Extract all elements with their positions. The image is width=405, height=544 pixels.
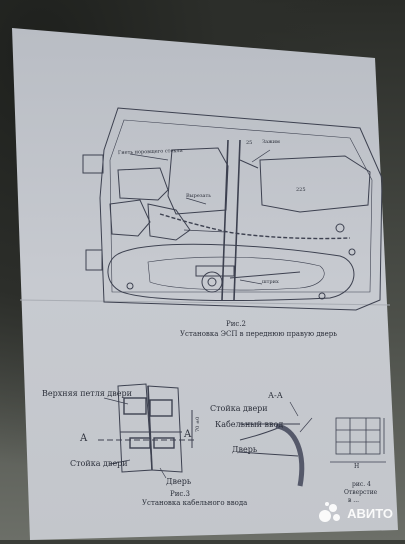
hinge-drawing	[98, 383, 196, 479]
fold-line	[19, 299, 391, 306]
label-door: Дверь	[166, 477, 192, 486]
label-a-left: A	[80, 433, 88, 444]
section-label-pillar: Стойка двери	[210, 404, 268, 413]
fig3-caption-number: Рис.3	[170, 490, 190, 498]
label-cut: Вырезать	[186, 193, 212, 199]
label-a-right: A	[184, 429, 192, 440]
fig4-caption-sub: в ...	[348, 497, 360, 504]
section-label-cable: Кабельный ввод	[215, 420, 284, 429]
label-dim-25: 25	[246, 140, 253, 146]
label-upper-hinge: Верхняя петля двери	[42, 389, 132, 398]
label-clamp: Зажим	[262, 139, 280, 145]
fig3-caption-title: Установка кабельного ввода	[142, 499, 248, 507]
label-dim-225: 225	[296, 187, 306, 193]
fig2-caption-number: Рис.2	[226, 320, 246, 328]
label-door-pillar: Стойка двери	[70, 459, 128, 468]
section-aa-drawing	[237, 401, 313, 487]
label-dim-70: 70 ±0	[195, 416, 201, 432]
avito-watermark: АВИТО	[319, 502, 393, 524]
fig4-drawing	[330, 417, 386, 463]
fig4-caption-title: Отверстие	[344, 489, 378, 496]
door-drawing	[82, 107, 383, 311]
paper	[12, 28, 398, 540]
fig2-caption-title: Установка ЭСП в переднюю правую дверь	[180, 330, 338, 338]
avito-watermark-text: АВИТО	[347, 505, 393, 521]
label-stroke: штрих	[262, 279, 279, 285]
avito-logo-icon	[319, 502, 341, 524]
section-aa-title: А-А	[268, 391, 283, 400]
section-label-door: Дверь	[232, 445, 258, 454]
fig4-caption-number: рис. 4	[352, 481, 371, 488]
fig4-label-h: H	[354, 463, 360, 470]
